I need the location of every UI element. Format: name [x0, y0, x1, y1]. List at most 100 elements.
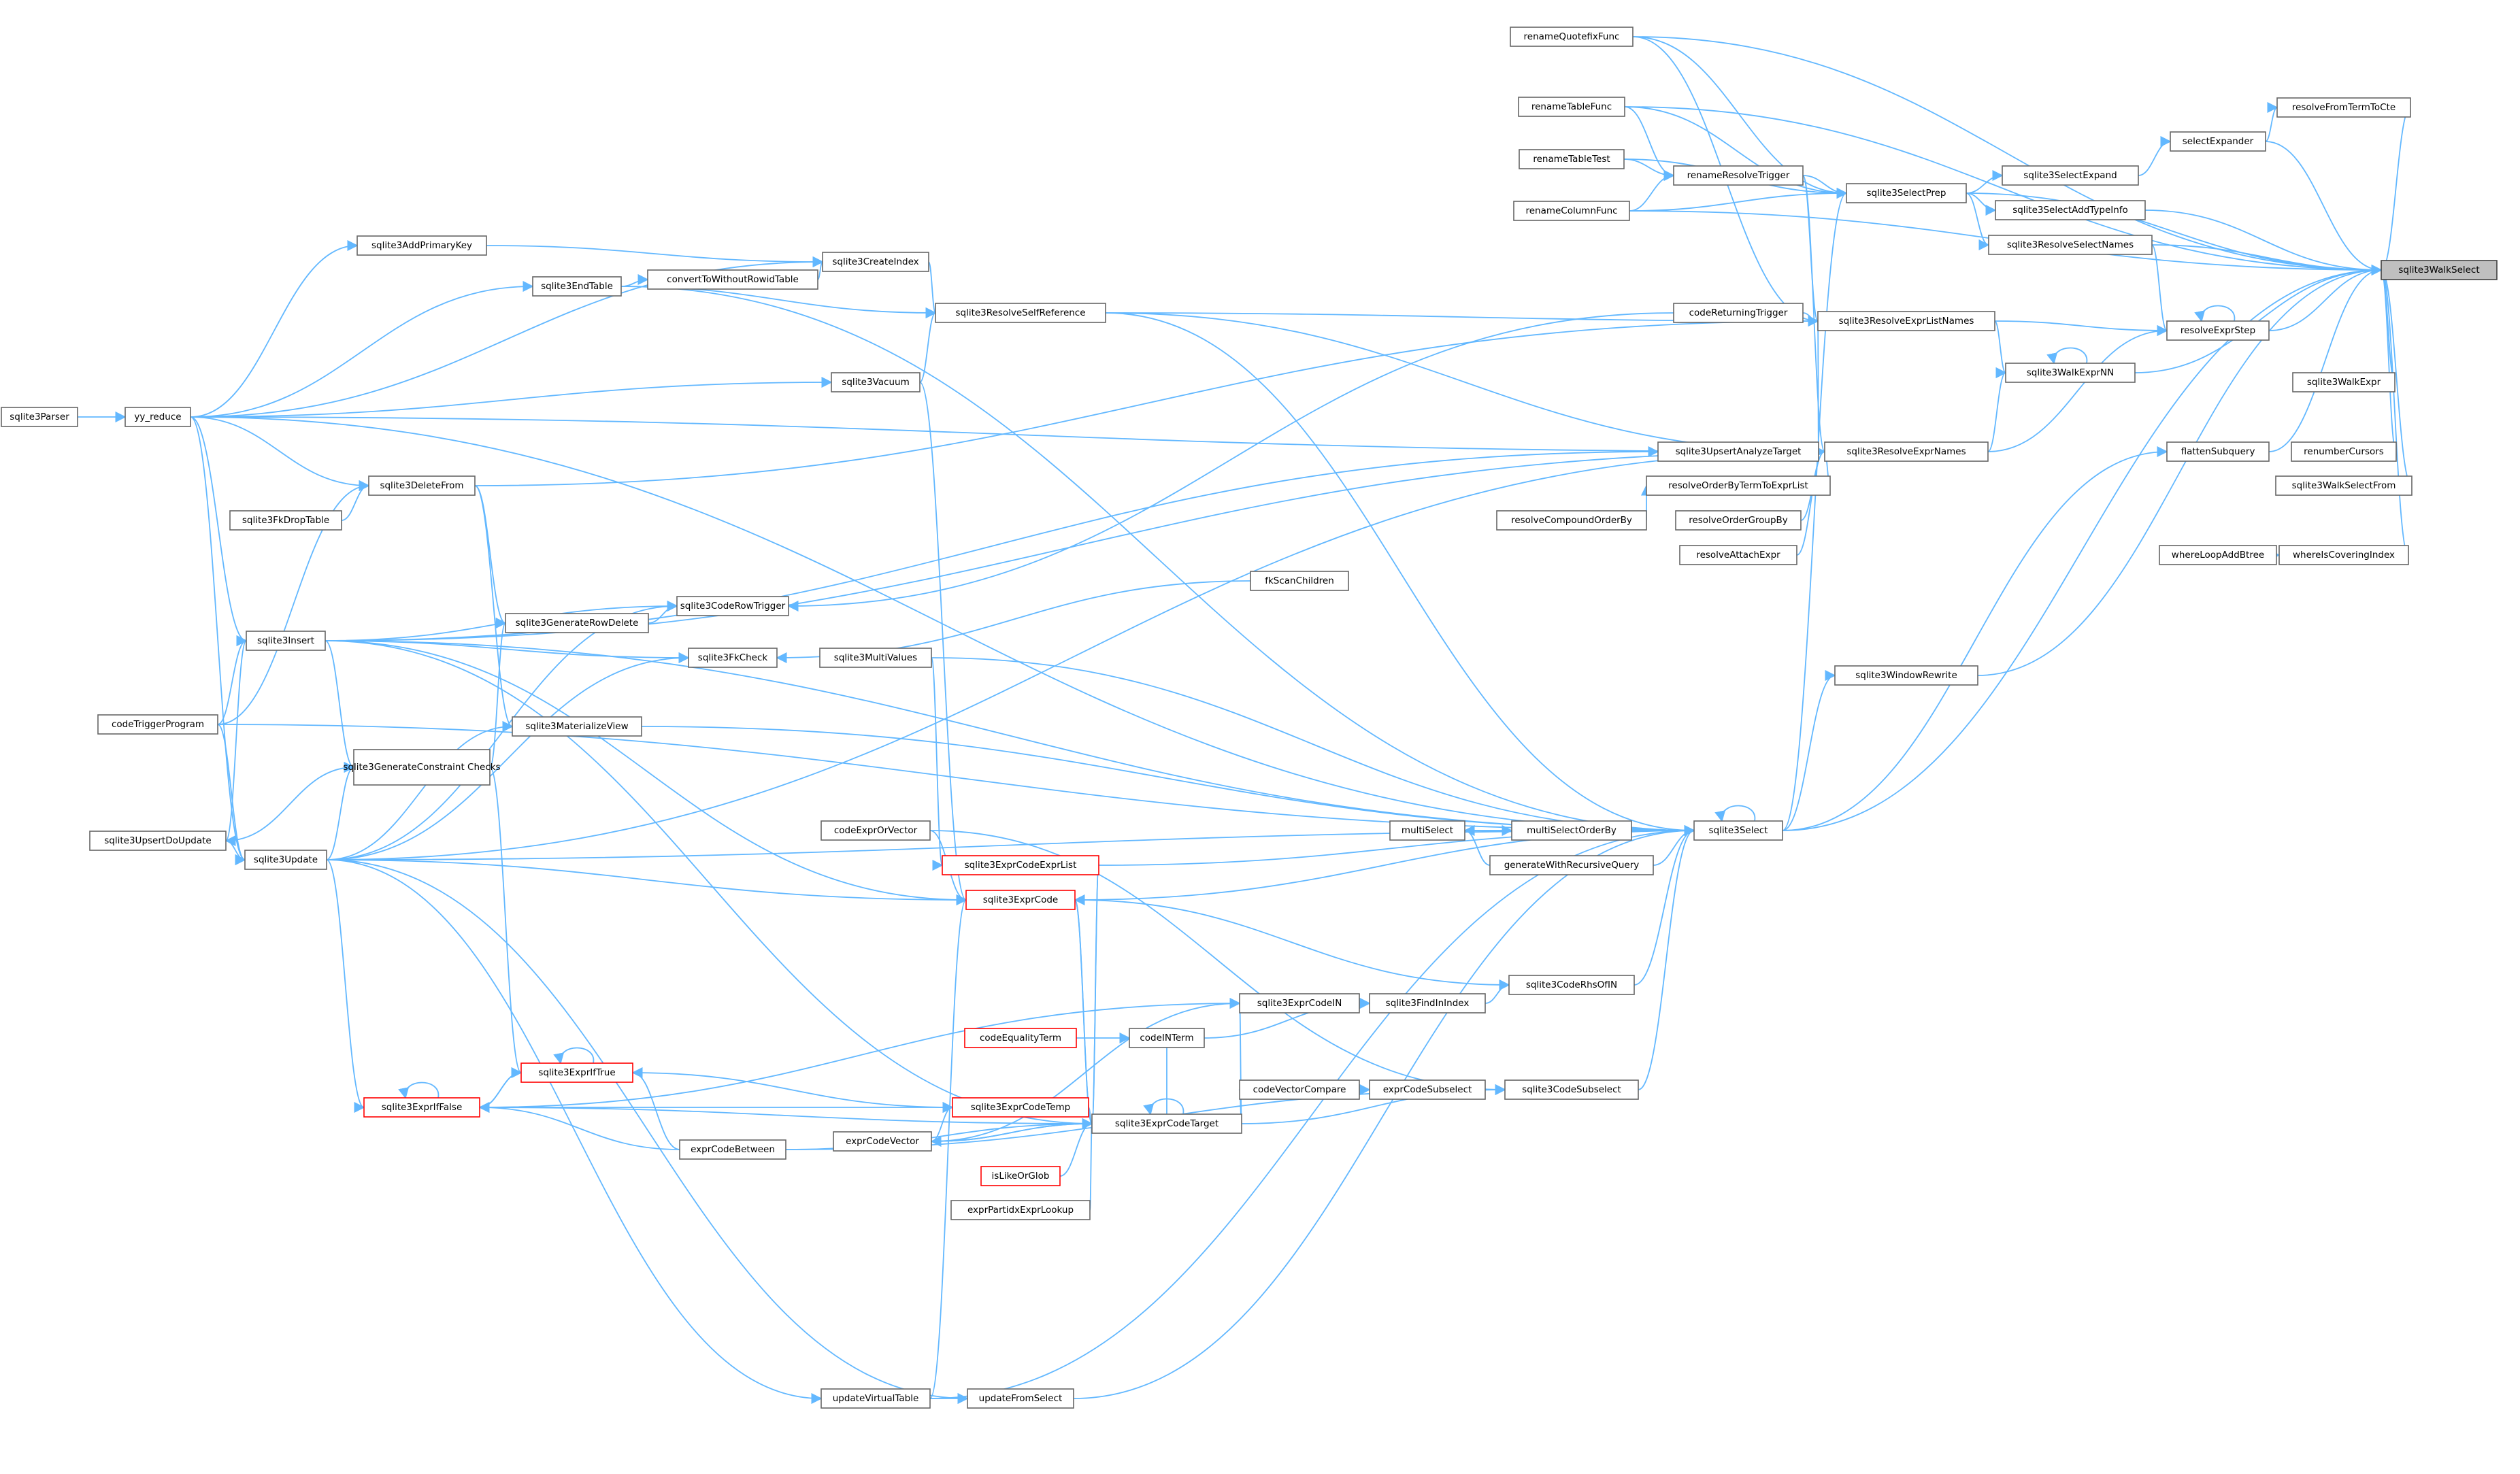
node-resolvefromtermtocte[interactable]: resolveFromTermToCte: [2276, 97, 2411, 118]
node-renametablefunc[interactable]: renameTableFunc: [1518, 97, 1625, 117]
node-codeequalityterm[interactable]: codeEqualityTerm: [964, 1028, 1077, 1048]
svg-text:sqlite3SelectAddTypeInfo: sqlite3SelectAddTypeInfo: [2012, 205, 2128, 216]
edge-upsertDoUpdate-calls-update: [225, 840, 246, 866]
node-sqlite3resolveselfreference[interactable]: sqlite3ResolveSelfReference: [935, 303, 1106, 323]
node-multiselect[interactable]: multiSelect: [1389, 820, 1465, 841]
node-codereturningtrigger[interactable]: codeReturningTrigger: [1673, 303, 1804, 323]
node-sqlite3upsertanalyzetarget[interactable]: sqlite3UpsertAnalyzeTarget: [1657, 441, 1819, 462]
svg-text:sqlite3SelectPrep: sqlite3SelectPrep: [1867, 188, 1946, 199]
node-whereiscoveringindex[interactable]: whereIsCoveringIndex: [2278, 545, 2409, 565]
node-sqlite3insert[interactable]: sqlite3Insert: [246, 631, 326, 651]
node-sqlite3upsertdoupdate[interactable]: sqlite3UpsertDoUpdate: [89, 831, 227, 851]
node-generatewithrecursivequery[interactable]: generateWithRecursiveQuery: [1489, 855, 1654, 875]
node-exprcodevector[interactable]: exprCodeVector: [833, 1131, 932, 1152]
node-isLikeOrGlob[interactable]: isLikeOrGlob: [980, 1166, 1061, 1186]
node-selectexpander[interactable]: selectExpander: [2170, 131, 2266, 152]
node-resolveexprstep[interactable]: resolveExprStep: [2166, 320, 2270, 341]
node-sqlite3selectexpand[interactable]: sqlite3SelectExpand: [2002, 165, 2139, 186]
edge-renameColumnFunc-calls-selectPrep: [1629, 187, 1848, 212]
call-edges: [78, 36, 2413, 1405]
node-converttowithoutrowidtable[interactable]: convertToWithoutRowidTable: [647, 269, 818, 290]
node-codevectorcompare[interactable]: codeVectorCompare: [1239, 1079, 1360, 1100]
node-sqlite3generateconstraintchecks[interactable]: sqlite3GenerateConstraint Checks: [343, 749, 501, 786]
node-sqlite3fkdroptable[interactable]: sqlite3FkDropTable: [229, 510, 342, 531]
edge-exprIfTrue-calls-exprIfFalse: [478, 1072, 522, 1113]
svg-text:renameTableTest: renameTableTest: [1533, 154, 1610, 165]
node-whereloopaddbtree[interactable]: whereLoopAddBtree: [2159, 545, 2277, 565]
edge-addPrimaryKey-calls-createIndex: [486, 245, 824, 268]
node-sqlite3addprimarykey[interactable]: sqlite3AddPrimaryKey: [357, 235, 487, 256]
node-sqlite3parser[interactable]: sqlite3Parser: [1, 407, 78, 427]
node-sqlite3exprcodeexprlist[interactable]: sqlite3ExprCodeExprList: [942, 855, 1099, 875]
node-sqlite3resolveselectnames[interactable]: sqlite3ResolveSelectNames: [1988, 235, 2153, 255]
edge-exprCodeTarget-calls-exprCodeVector: [930, 1123, 1093, 1148]
node-yy_reduce[interactable]: yy_reduce: [125, 407, 191, 427]
node-codetriggerprogram[interactable]: codeTriggerProgram: [97, 714, 218, 735]
node-sqlite3resolveexprnames[interactable]: sqlite3ResolveExprNames: [1824, 441, 1989, 462]
node-exprcodebetween[interactable]: exprCodeBetween: [679, 1139, 786, 1160]
svg-text:generateWithRecursiveQuery: generateWithRecursiveQuery: [1504, 860, 1640, 871]
node-sqlite3exprIftrue[interactable]: sqlite3ExprIfTrue: [520, 1062, 633, 1083]
svg-text:sqlite3FkCheck: sqlite3FkCheck: [698, 652, 768, 663]
node-sqlite3windowrewrite[interactable]: sqlite3WindowRewrite: [1834, 665, 1978, 686]
node-sqlite3resolveexprlistnames[interactable]: sqlite3ResolveExprListNames: [1817, 311, 1995, 331]
node-sqlite3codesubselect[interactable]: sqlite3CodeSubselect: [1504, 1079, 1639, 1100]
edge-endTable-calls-convertToWithoutRowidTable: [620, 273, 649, 287]
node-sqlite3exprcodetemp[interactable]: sqlite3ExprCodeTemp: [952, 1097, 1089, 1118]
node-sqlite3walkselect[interactable]: sqlite3WalkSelect: [2381, 260, 2498, 280]
node-renametabletest[interactable]: renameTableTest: [1519, 149, 1625, 169]
node-sqlite3vacuum[interactable]: sqlite3Vacuum: [831, 372, 921, 392]
node-sqlite3multivalues[interactable]: sqlite3MultiValues: [819, 648, 932, 668]
edge-exprCodeTarget-calls-exprCode: [1074, 894, 1093, 1124]
node-resolveorderbytermtoexprlist[interactable]: resolveOrderByTermToExprList: [1646, 475, 1831, 496]
edge-codeReturningTrigger-calls-codeRowTrigger: [787, 312, 1674, 612]
node-sqlite3deletefrom[interactable]: sqlite3DeleteFrom: [368, 475, 476, 496]
node-updatefromselect[interactable]: updateFromSelect: [967, 1388, 1074, 1409]
node-sqlite3exprcodein[interactable]: sqlite3ExprCodeIN: [1239, 993, 1360, 1014]
svg-text:sqlite3WalkSelect: sqlite3WalkSelect: [2398, 265, 2479, 275]
edge-walkExprNN-calls-walkExprNN: [2046, 347, 2088, 365]
edge-upsertAnalyzeTarget-calls-resolveExprListNames: [1817, 320, 1829, 452]
node-sqlite3walkexprnn[interactable]: sqlite3WalkExprNN: [2005, 363, 2136, 383]
node-sqlite3generaterowdelete[interactable]: sqlite3GenerateRowDelete: [505, 613, 649, 633]
edge-multiValues-calls-exprCodeExprList: [931, 657, 944, 871]
node-sqlite3endtable[interactable]: sqlite3EndTable: [532, 276, 622, 297]
node-sqlite3exprIffalse[interactable]: sqlite3ExprIfFalse: [363, 1097, 480, 1118]
node-exprcodesubselect[interactable]: exprCodeSubselect: [1369, 1079, 1486, 1100]
node-sqlite3exprcode[interactable]: sqlite3ExprCode: [965, 890, 1076, 910]
node-resolveattachexpr[interactable]: resolveAttachExpr: [1679, 545, 1797, 565]
node-exprpartidxexprlookup[interactable]: exprPartidxExprLookup: [950, 1200, 1091, 1220]
svg-text:selectExpander: selectExpander: [2183, 136, 2254, 147]
node-sqlite3fkcheck[interactable]: sqlite3FkCheck: [688, 648, 778, 668]
node-renameresolvetrigger[interactable]: renameResolveTrigger: [1673, 165, 1804, 186]
node-flattensubquery[interactable]: flattenSubquery: [2166, 441, 2270, 462]
node-sqlite3coderowtrigger[interactable]: sqlite3CodeRowTrigger: [676, 596, 789, 616]
edge-selectExpander-calls-resolveFromTermToCte: [2265, 101, 2278, 142]
node-updatevirtualtable[interactable]: updateVirtualTable: [820, 1388, 931, 1409]
node-sqlite3exprcodetarget[interactable]: sqlite3ExprCodeTarget: [1091, 1113, 1242, 1134]
node-resolvecompoundorderby[interactable]: resolveCompoundOrderBy: [1496, 510, 1647, 531]
node-sqlite3selectprep[interactable]: sqlite3SelectPrep: [1846, 183, 1967, 203]
node-sqlite3select[interactable]: sqlite3Select: [1693, 820, 1783, 841]
node-multiselectorderby[interactable]: multiSelectOrderBy: [1511, 820, 1632, 841]
node-sqlite3findinindex[interactable]: sqlite3FindInIndex: [1369, 993, 1486, 1014]
node-sqlite3update[interactable]: sqlite3Update: [244, 850, 327, 870]
node-sqlite3coderhsofin[interactable]: sqlite3CodeRhsOfIN: [1508, 975, 1635, 995]
node-fkscanchildren[interactable]: fkScanChildren: [1250, 571, 1349, 591]
svg-text:sqlite3ResolveSelfReference: sqlite3ResolveSelfReference: [955, 307, 1085, 318]
node-codeinterm[interactable]: codeINTerm: [1129, 1028, 1205, 1048]
node-sqlite3materializeview[interactable]: sqlite3MaterializeView: [512, 716, 642, 737]
node-codeexprorvector[interactable]: codeExprOrVector: [820, 820, 931, 841]
node-renumbercursors[interactable]: renumberCursors: [2291, 441, 2397, 462]
node-sqlite3selectaddtypeinfo[interactable]: sqlite3SelectAddTypeInfo: [1995, 200, 2146, 220]
edge-yyReduce-calls-update: [190, 416, 246, 865]
node-sqlite3createindex[interactable]: sqlite3CreateIndex: [822, 252, 929, 272]
edge-exprCodeBetween-calls-exprIfTrue: [631, 1067, 680, 1150]
node-resolveordergroupby[interactable]: resolveOrderGroupBy: [1675, 510, 1802, 531]
svg-text:resolveAttachExpr: resolveAttachExpr: [1696, 550, 1780, 560]
node-renamequotefixfunc[interactable]: renameQuotefixFunc: [1510, 27, 1634, 47]
node-renamecolumnfunc[interactable]: renameColumnFunc: [1513, 201, 1630, 221]
node-sqlite3walkexpr[interactable]: sqlite3WalkExpr: [2292, 372, 2395, 392]
node-sqlite3walkselectfrom[interactable]: sqlite3WalkSelectFrom: [2275, 475, 2413, 496]
edge-updateVirtualTable-calls-exprCode: [929, 894, 967, 1399]
